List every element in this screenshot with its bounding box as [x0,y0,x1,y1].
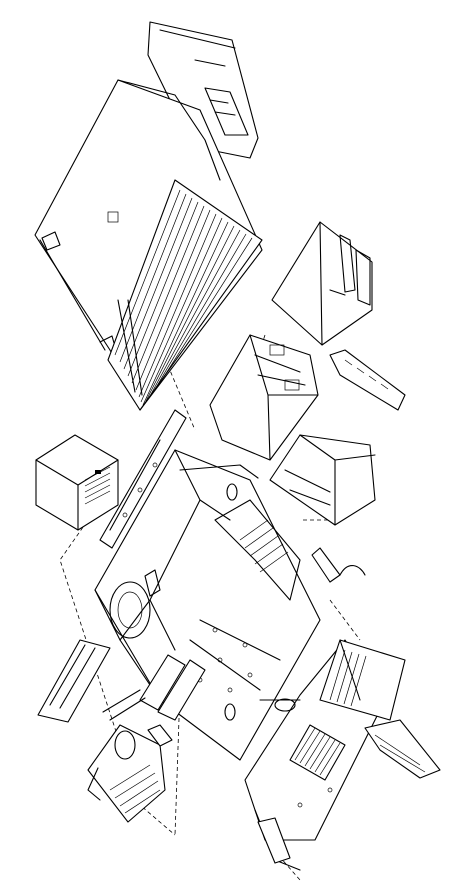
power-supply-unit [35,434,119,531]
riser-board [364,719,441,779]
drive-cage-lower [269,434,376,526]
drive-cage-upper [209,334,319,461]
cable-assembly [311,547,366,583]
side-cover-vents [107,179,263,411]
optical-drive [271,221,373,346]
fan-heatsink-assembly [87,724,173,823]
expansion-cards [37,639,206,723]
drive-bracket-small [329,349,406,411]
top-cover [34,79,263,411]
bracket-rail [99,409,187,549]
processor-heatsink [319,639,406,721]
